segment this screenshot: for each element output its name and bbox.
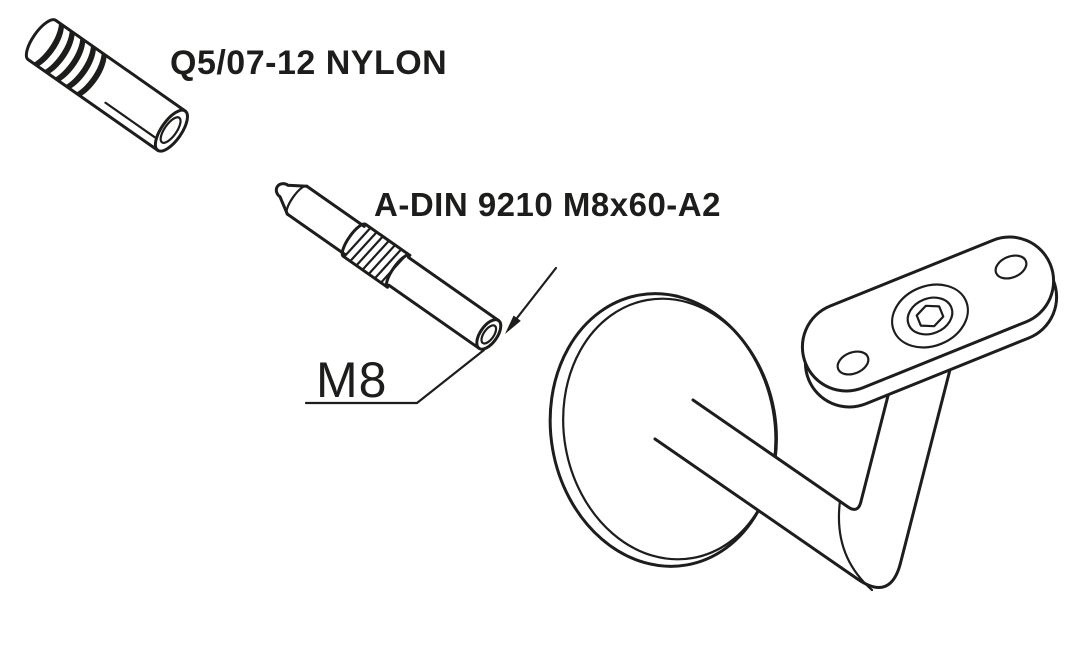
screw-head-outline (906, 296, 954, 336)
wall-flange-outline (548, 292, 778, 568)
wall-plug-expansion-slit (104, 101, 156, 139)
saddle-hole-left (836, 350, 870, 376)
wall-plug-mouth-outer (153, 108, 189, 153)
wall-plug-label: Q5/07-12 NYLON (170, 44, 448, 82)
wall-plug-body-outline (24, 18, 187, 152)
stud-thread-lines (342, 226, 409, 284)
leader-line-and-underline (304, 348, 486, 405)
wall-flange-face (562, 297, 778, 561)
stud-end-bore (480, 324, 498, 345)
saddle-center-screw (891, 283, 969, 349)
screw-boss-outline (891, 283, 969, 349)
wall-plug-fin (75, 52, 107, 97)
wall-plug-fin (54, 37, 86, 82)
bracket-arm-inner-contour (691, 343, 903, 511)
stud-tip-edge (285, 184, 308, 216)
stud-thread-band-outline (340, 222, 412, 289)
stud-shank-rear (387, 255, 501, 350)
handrail-bracket-drawing (548, 235, 1059, 592)
stud-end-face (475, 318, 503, 351)
saddle-hole-right (994, 254, 1028, 280)
bracket-arm-outer-contour (653, 356, 955, 589)
wall-plug-mouth-inner (159, 116, 182, 144)
thread-dimension-label: M8 (316, 352, 388, 408)
wall-plug-fin (65, 45, 96, 89)
bracket-elbow-seam (837, 499, 874, 592)
leader-extension-line (515, 266, 558, 320)
wall-plug-drawing (24, 18, 189, 153)
wall-plug-fin (43, 30, 75, 74)
bracket-arm-body (662, 345, 953, 588)
leader-arrowhead (505, 315, 521, 334)
stud-shank-front (285, 184, 366, 256)
wall-plug-fin (33, 22, 64, 67)
m8-dimension-leader (304, 266, 558, 405)
screw-hex-socket (915, 304, 945, 328)
threaded-stud-drawing (274, 182, 503, 351)
stud-label: A-DIN 9210 M8x60-A2 (374, 186, 721, 223)
